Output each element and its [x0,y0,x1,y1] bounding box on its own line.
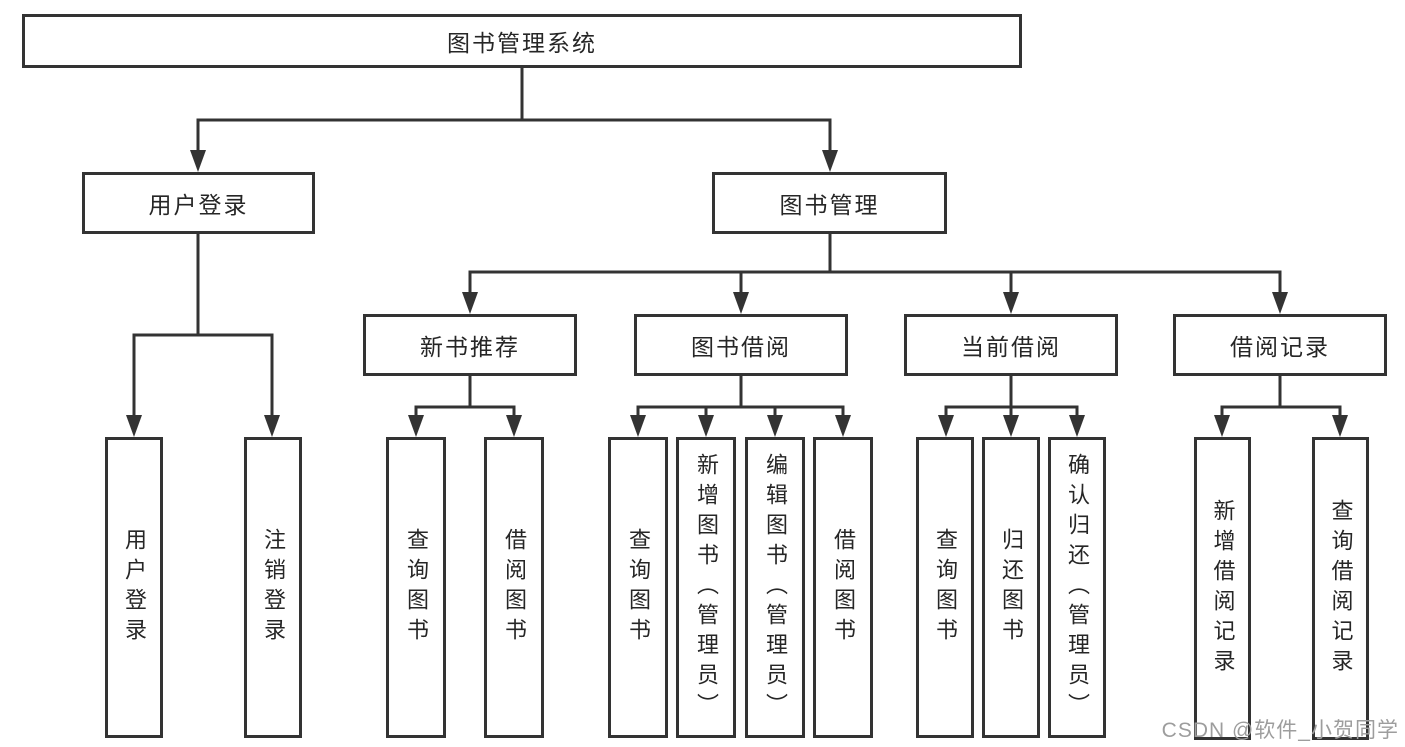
leaf-query-books-recommend: 查询图书 [386,437,446,738]
arrowhead-icon [1272,292,1288,314]
leaf-add-books-admin: 新增图书（管理员） [676,437,736,738]
arrowhead-icon [1069,415,1085,437]
arrowhead-icon [126,415,142,437]
leaf-borrow-books: 借阅图书 [813,437,873,738]
arrowhead-icon [1003,292,1019,314]
leaf-query-books-current: 查询图书 [916,437,974,738]
arrowhead-icon [835,415,851,437]
arrowhead-icon [506,415,522,437]
arrowhead-icon [408,415,424,437]
leaf-confirm-return-admin: 确认归还（管理员） [1048,437,1106,738]
arrowhead-icon [190,150,206,172]
leaf-add-borrow-record: 新增借阅记录 [1194,437,1251,740]
csdn-watermark: CSDN @软件_小贺同学 [1161,719,1399,742]
arrowhead-icon [767,415,783,437]
leaf-borrow-books-recommend: 借阅图书 [484,437,544,738]
node-book-management: 图书管理 [712,172,947,234]
arrowhead-icon [630,415,646,437]
node-current-borrowing: 当前借阅 [904,314,1118,376]
leaf-query-books-borrow: 查询图书 [608,437,668,738]
arrowhead-icon [1214,415,1230,437]
arrowhead-icon [698,415,714,437]
arrowhead-icon [462,292,478,314]
leaf-return-books: 归还图书 [982,437,1040,738]
node-new-book-recommend: 新书推荐 [363,314,577,376]
arrowhead-icon [264,415,280,437]
arrowhead-icon [938,415,954,437]
arrowhead-icon [822,150,838,172]
leaf-edit-books-admin: 编辑图书（管理员） [745,437,805,738]
leaf-query-borrow-record: 查询借阅记录 [1312,437,1369,740]
arrowhead-icon [1332,415,1348,437]
arrowhead-icon [1003,415,1019,437]
arrowhead-icon [733,292,749,314]
node-book-borrowing: 图书借阅 [634,314,848,376]
node-library-management-system: 图书管理系统 [22,14,1022,68]
leaf-logout: 注销登录 [244,437,302,738]
node-borrowing-records: 借阅记录 [1173,314,1387,376]
leaf-user-login: 用户登录 [105,437,163,738]
node-user-login: 用户登录 [82,172,315,234]
